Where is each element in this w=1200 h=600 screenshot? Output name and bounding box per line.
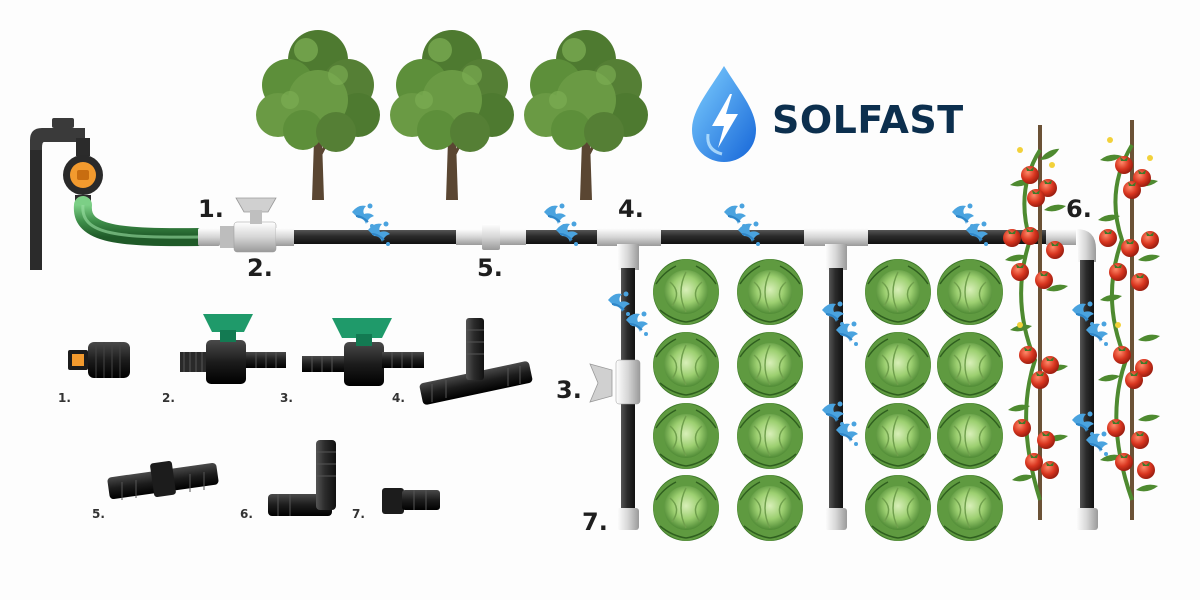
- diagram-label-4: 4.: [618, 195, 644, 223]
- part-illustration-end-plug: [382, 488, 440, 514]
- tee-fitting-second: [804, 228, 868, 270]
- cabbage-field: [652, 258, 1004, 542]
- hose-connector-fitting: [198, 226, 234, 248]
- part-illustration-threaded-valve: [180, 314, 286, 384]
- branch-valve: [589, 359, 641, 405]
- part-illustration-inline-valve: [302, 318, 424, 386]
- tee-fitting-main: [597, 228, 661, 270]
- diagram-label-5: 5.: [477, 254, 503, 282]
- elbow-fitting: [1046, 229, 1096, 262]
- water-drop-lightning-icon: [692, 66, 756, 162]
- brand-name: SOLFAST: [772, 98, 964, 142]
- diagram-label-6: 6.: [1066, 195, 1092, 223]
- part-label-3: 3.: [280, 391, 293, 405]
- part-label-7: 7.: [352, 507, 365, 521]
- tree-group: [254, 28, 650, 202]
- diagram-label-3: 3.: [556, 376, 582, 404]
- diagram-label-7: 7.: [582, 508, 608, 536]
- part-illustration-hose-connector: [68, 342, 130, 378]
- brand-logo: SOLFAST: [688, 64, 988, 164]
- garden-hose: [73, 196, 209, 247]
- part-label-6: 6.: [240, 507, 253, 521]
- part-label-4: 4.: [392, 391, 405, 405]
- diagram-label-2: 2.: [247, 254, 273, 282]
- diagram-label-1: 1.: [198, 195, 224, 223]
- tomato-plants: [1003, 120, 1160, 520]
- part-illustration-elbow-connector: [268, 440, 336, 516]
- coupler-fitting: [456, 224, 526, 250]
- branch-pipe-right: [1076, 260, 1098, 530]
- main-pipe: [290, 230, 1048, 244]
- part-illustration-straight-coupler: [107, 461, 219, 500]
- part-label-2: 2.: [162, 391, 175, 405]
- part-label-5: 5.: [92, 507, 105, 521]
- garden-tap: [30, 118, 103, 270]
- part-label-1: 1.: [58, 391, 71, 405]
- main-valve-fitting: [233, 197, 294, 253]
- part-illustration-tee-connector: [419, 318, 533, 405]
